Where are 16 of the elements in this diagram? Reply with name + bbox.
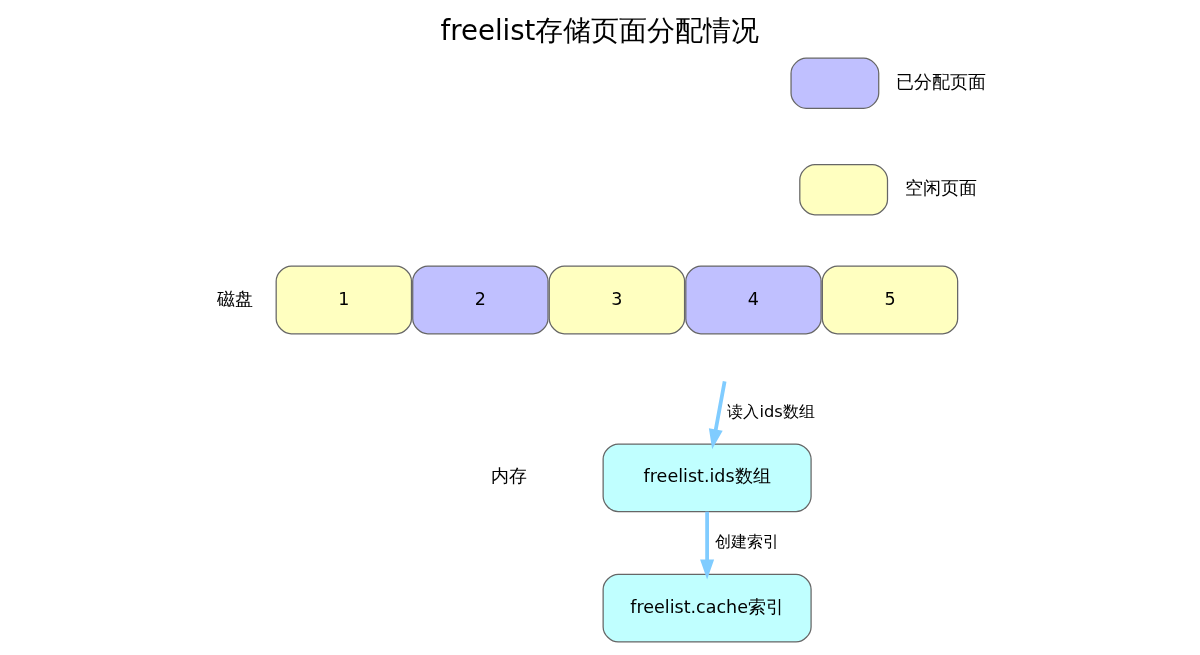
legend-label: 已分配页面 xyxy=(896,71,987,92)
node-box: freelist.cache索引 xyxy=(602,573,812,643)
edge-label: 创建索引 xyxy=(714,532,779,552)
node-box: 5 xyxy=(821,265,959,335)
node-box: 4 xyxy=(685,265,822,335)
edge-label: 读入ids数组 xyxy=(727,401,815,421)
node-box: 2 xyxy=(412,265,549,335)
node-box: 3 xyxy=(548,265,686,335)
node-box: 1 xyxy=(275,265,413,335)
legend-label: 空闲页面 xyxy=(905,178,978,199)
node-box: freelist.ids数组 xyxy=(602,443,812,513)
arrow xyxy=(708,381,727,450)
diagram-title: freelist存储页面分配情况 xyxy=(440,14,760,47)
arrow xyxy=(700,511,715,580)
label: 内存 xyxy=(491,466,528,487)
label: 磁盘 xyxy=(216,288,253,309)
